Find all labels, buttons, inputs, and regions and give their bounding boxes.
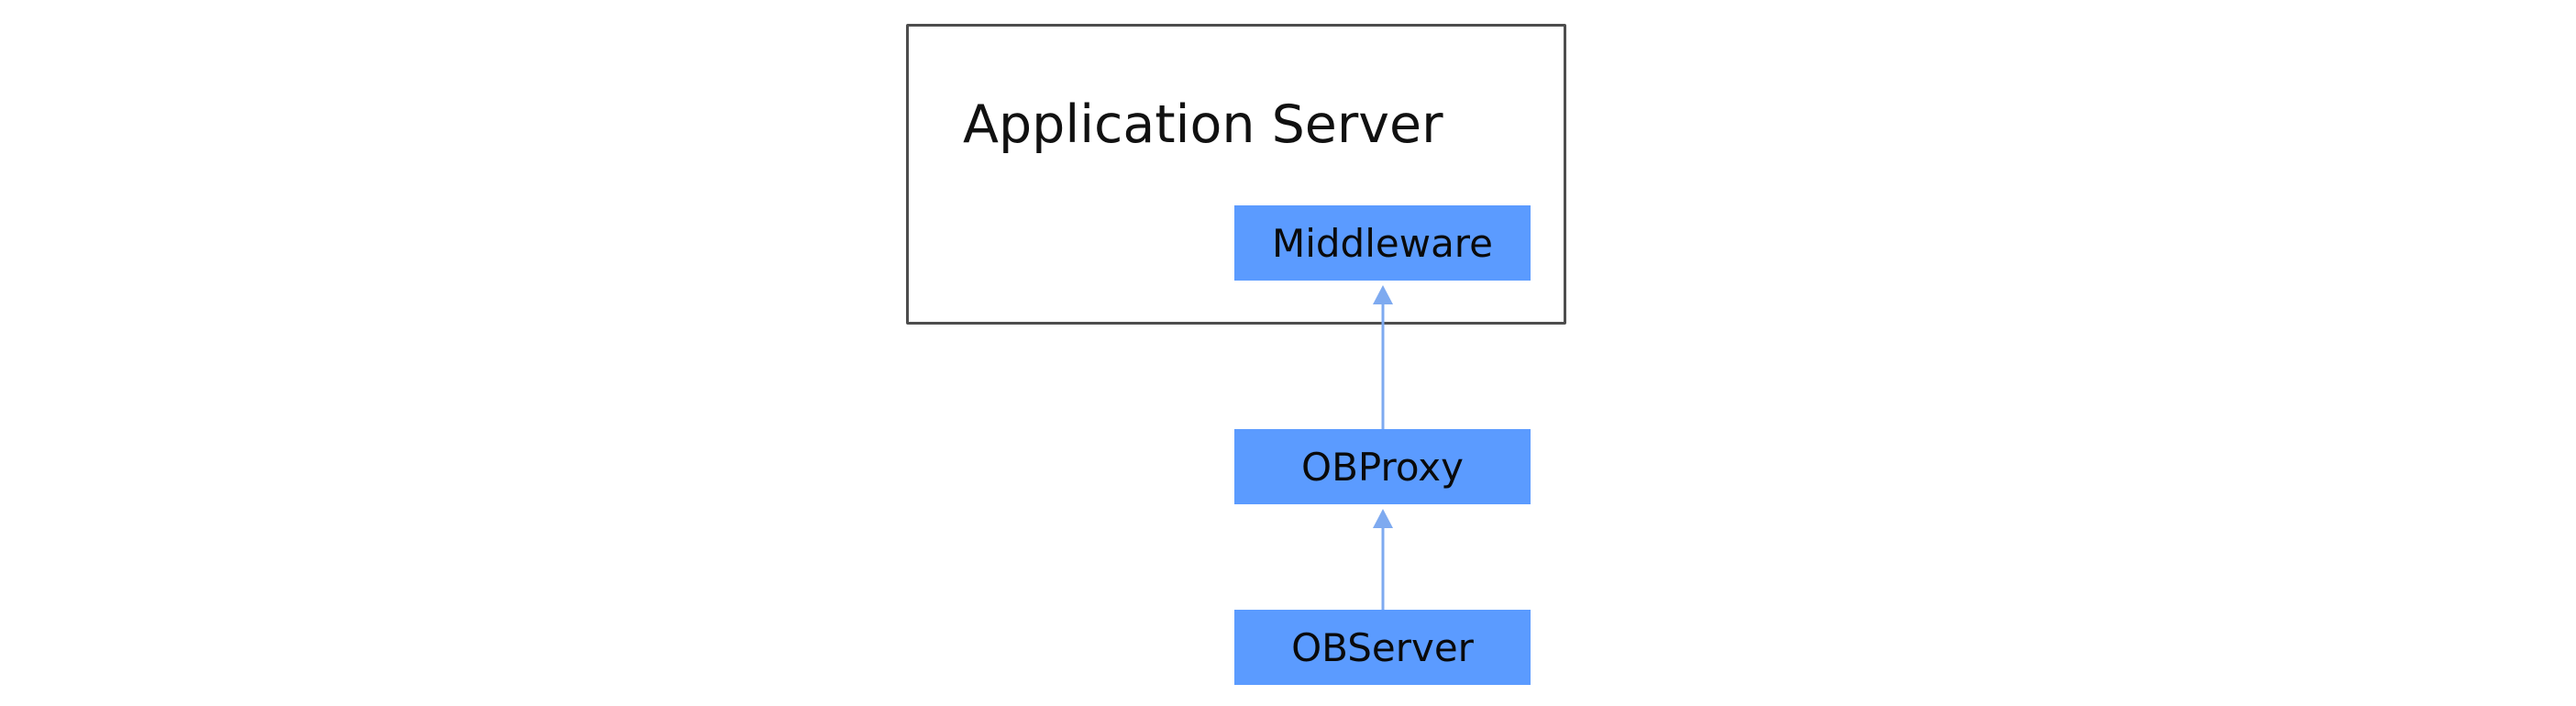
obproxy-label: OBProxy	[1301, 444, 1464, 490]
middleware-label: Middleware	[1271, 220, 1493, 266]
observer-label: OBServer	[1291, 624, 1474, 670]
arrow-observer-to-obproxy	[1373, 509, 1393, 610]
obproxy-node[interactable]: OBProxy	[1234, 429, 1531, 504]
middleware-node[interactable]: Middleware	[1234, 205, 1531, 281]
observer-node[interactable]: OBServer	[1234, 610, 1531, 685]
application-server-title: Application Server	[963, 94, 1443, 155]
